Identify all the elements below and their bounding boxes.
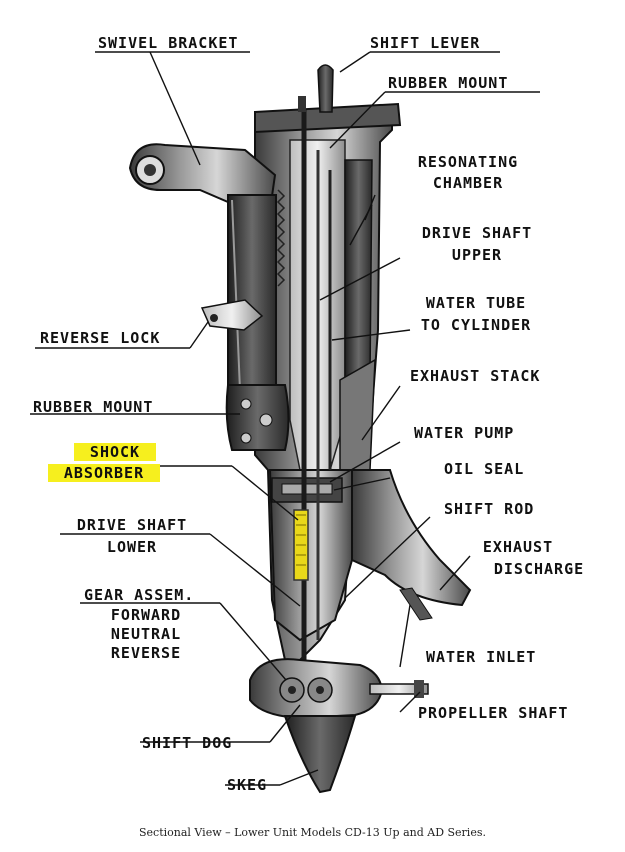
- gear-case-part: [249, 658, 429, 794]
- label-shift-dog: SHIFT DOG: [142, 734, 233, 752]
- label-water-tube-line1: WATER TUBE: [425, 294, 527, 312]
- rubber-mount-lower-part: [225, 384, 290, 451]
- label-exhaust-discharge-line1: EXHAUST: [482, 538, 554, 556]
- label-propeller-shaft: PROPELLER SHAFT: [418, 704, 569, 722]
- label-exhaust-stack: EXHAUST STACK: [410, 367, 541, 385]
- label-drive-shaft-lower-line2: LOWER: [106, 538, 158, 556]
- label-water-pump: WATER PUMP: [414, 424, 515, 442]
- swivel-bracket-part: [128, 143, 286, 396]
- label-gear-assem-line1: GEAR ASSEM.: [84, 586, 195, 604]
- exhaust-discharge-part: [351, 469, 472, 621]
- shock-absorber-part: [293, 509, 309, 581]
- label-shift-rod: SHIFT ROD: [444, 500, 535, 518]
- label-shift-lever: SHIFT LEVER: [370, 34, 481, 52]
- label-oil-seal: OIL SEAL: [444, 460, 525, 478]
- label-rubber-mount-lower: RUBBER MOUNT: [33, 398, 154, 416]
- label-drive-shaft-upper-line1: DRIVE SHAFT: [421, 224, 533, 242]
- label-gear-assem-line4: REVERSE: [110, 644, 182, 662]
- label-water-tube-line2: TO CYLINDER: [420, 316, 532, 334]
- label-resonating-chamber-line1: RESONATING: [417, 153, 519, 171]
- label-swivel-bracket: SWIVEL BRACKET: [98, 34, 239, 52]
- label-shock-absorber-line2: ABSORBER: [48, 464, 160, 482]
- label-rubber-mount-top: RUBBER MOUNT: [388, 74, 509, 92]
- label-exhaust-discharge-line2: DISCHARGE: [493, 560, 585, 578]
- label-gear-assem-line2: FORWARD: [110, 606, 182, 624]
- label-shock-absorber-line1: SHOCK: [74, 443, 156, 461]
- figure-caption: Sectional View – Lower Unit Models CD-13…: [139, 826, 486, 839]
- leader-lines: [30, 51, 540, 786]
- label-reverse-lock: REVERSE LOCK: [40, 329, 161, 347]
- label-water-inlet: WATER INLET: [426, 648, 537, 666]
- label-skeg: SKEG: [227, 776, 268, 794]
- label-resonating-chamber-line2: CHAMBER: [432, 174, 504, 192]
- label-gear-assem-line3: NEUTRAL: [110, 625, 182, 643]
- shift-lever-part: [298, 64, 334, 113]
- label-drive-shaft-upper-line2: UPPER: [451, 246, 503, 264]
- label-drive-shaft-lower-line1: DRIVE SHAFT: [76, 516, 188, 534]
